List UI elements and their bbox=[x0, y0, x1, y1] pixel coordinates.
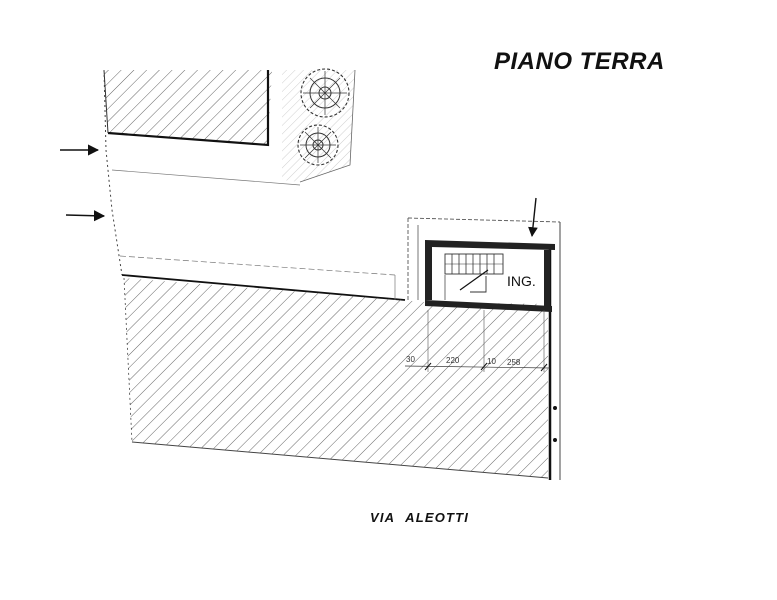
entrance-room bbox=[425, 240, 555, 312]
entrance-arrow-icon bbox=[528, 197, 538, 237]
plan-title: PIANO TERRA bbox=[494, 48, 665, 75]
street-name: VIA ALEOTTI bbox=[370, 510, 470, 525]
dimension-lines bbox=[404, 310, 551, 372]
upper-building bbox=[103, 69, 272, 147]
dimension-label: 220 bbox=[446, 356, 460, 365]
entrance-outline bbox=[407, 217, 561, 300]
entrance-arrow-icon bbox=[65, 210, 106, 222]
room-label-entrance: ING. bbox=[507, 273, 536, 289]
right-wall bbox=[548, 222, 561, 480]
lower-building bbox=[123, 277, 549, 479]
dimension-label: 258 bbox=[507, 358, 521, 367]
dimension-label: 30 bbox=[406, 355, 415, 364]
garden-area bbox=[282, 69, 356, 183]
dimension-label: 10 bbox=[487, 357, 496, 366]
left-boundary bbox=[103, 69, 123, 276]
stairs-icon bbox=[444, 253, 504, 300]
tree-icon bbox=[297, 124, 339, 166]
driveway bbox=[111, 169, 406, 301]
tree-icon bbox=[300, 68, 350, 118]
